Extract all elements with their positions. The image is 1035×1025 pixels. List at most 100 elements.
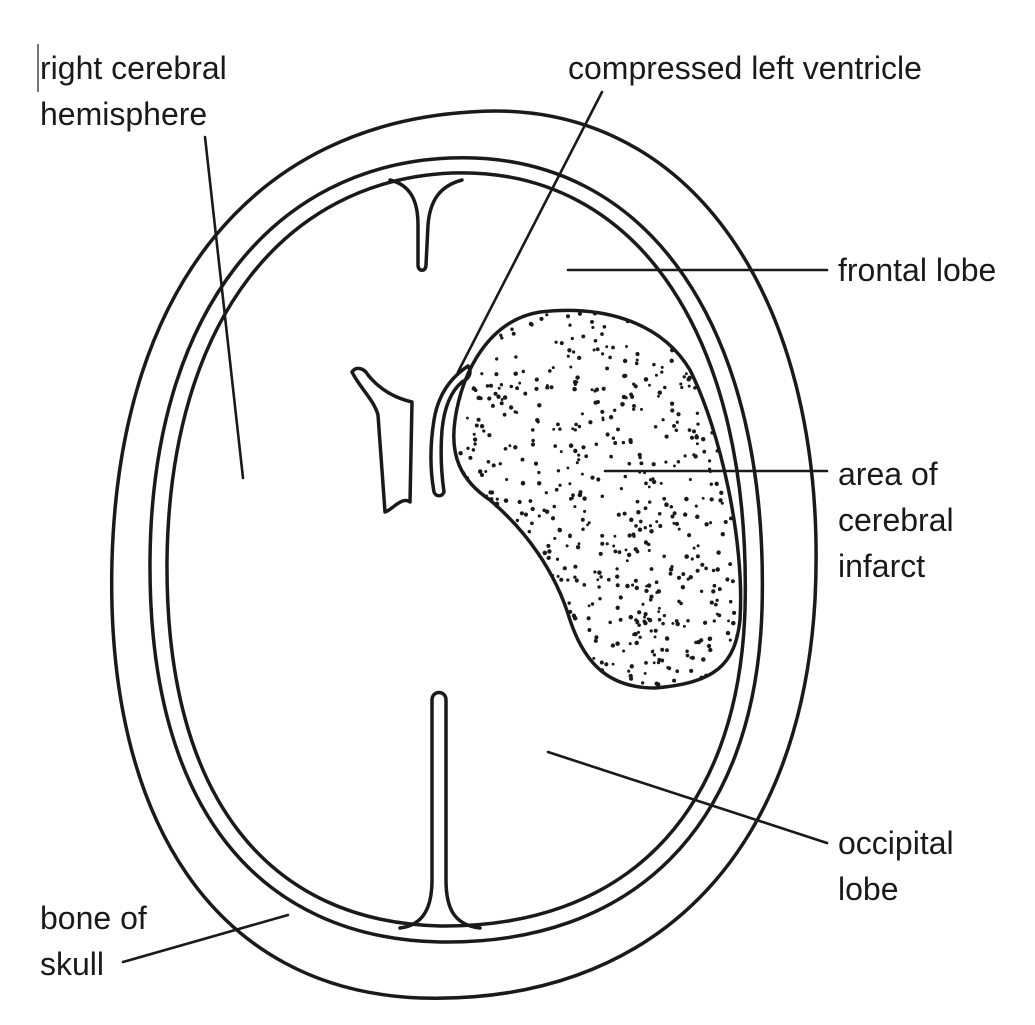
stipple-dot [610, 643, 616, 648]
stipple-dot [613, 408, 617, 412]
stipple-dot [650, 650, 655, 654]
label-frontal-lobe: frontal lobe [838, 247, 996, 293]
stipple-dot [707, 459, 712, 463]
stipple-dot [711, 589, 716, 594]
stipple-dot [657, 394, 660, 398]
stipple-dot [606, 577, 611, 582]
stipple-dot [590, 388, 594, 392]
stipple-dot [490, 403, 495, 408]
stipple-dot [608, 620, 612, 625]
stipple-dot [571, 427, 575, 431]
stipple-dot [616, 427, 620, 432]
stipple-dot [530, 442, 536, 447]
stipple-dot [647, 548, 651, 553]
stipple-dot [542, 550, 548, 556]
stipple-dot [633, 384, 638, 389]
stipple-dot [471, 448, 476, 452]
stipple-dot [523, 391, 528, 396]
label-line: cerebral [838, 502, 954, 538]
stipple-dot [479, 472, 485, 478]
stipple-dot [700, 562, 705, 567]
stipple-dot [495, 497, 499, 501]
stipple-dot [577, 458, 581, 462]
stipple-dot [497, 386, 501, 390]
label-compressed-left-ventricle: compressed left ventricle [568, 45, 922, 91]
stipple-dot [715, 567, 720, 572]
stipple-dot [533, 461, 539, 466]
stipple-dot [657, 606, 661, 610]
stipple-dot [635, 358, 639, 362]
stipple-dot [695, 411, 700, 415]
stipple-dot [664, 460, 668, 464]
stipple-dot [537, 514, 541, 518]
stipple-dot [595, 347, 600, 352]
stipple-dot [499, 333, 503, 337]
stipple-dot [646, 617, 650, 621]
stipple-dot [692, 453, 696, 457]
stipple-dot [499, 401, 504, 406]
stipple-dot [718, 498, 723, 503]
stipple-dot [601, 352, 605, 356]
stipple-dot [520, 480, 526, 486]
stipple-dot [638, 519, 643, 524]
stipple-dot [623, 373, 628, 378]
stipple-dot [643, 671, 647, 675]
stipple-dot [577, 453, 581, 457]
label-line: lobe [838, 871, 899, 907]
stipple-dot [544, 491, 548, 495]
stipple-dot [712, 619, 716, 623]
infarct-region-outline [452, 308, 743, 690]
stipple-dot [626, 552, 632, 558]
stipple-dot [651, 462, 656, 467]
stipple-dot [573, 575, 577, 579]
stipple-dot [653, 628, 658, 633]
stipple-dot [593, 400, 598, 405]
infarct-stipple [458, 311, 739, 687]
label-right-cerebral-hemisphere: right cerebral hemisphere [40, 45, 227, 137]
stipple-dot [689, 656, 693, 660]
stipple-dot [605, 345, 609, 349]
stipple-dot [684, 554, 689, 559]
stipple-dot [675, 669, 680, 674]
stipple-dot [586, 523, 589, 527]
stipple-dot [472, 432, 476, 436]
stipple-dot [728, 638, 732, 642]
stipple-dot [636, 630, 641, 634]
stipple-dot [559, 341, 564, 346]
stipple-dot [715, 598, 719, 602]
leader-skull [121, 913, 290, 964]
stipple-dot [669, 505, 674, 509]
stipple-dot [591, 325, 595, 329]
stipple-dot [687, 533, 692, 538]
stipple-dot [646, 583, 652, 588]
stipple-dot [502, 395, 508, 400]
stipple-dot [568, 443, 574, 448]
stipple-dot [580, 412, 584, 416]
stipple-dot [600, 533, 605, 538]
stipple-dot [573, 505, 577, 509]
stipple-dot [669, 401, 675, 406]
stipple-dot [674, 428, 679, 432]
stipple-dot [688, 477, 692, 482]
stipple-dot [567, 348, 572, 353]
stipple-dot [528, 499, 533, 503]
stipple-dot [527, 529, 532, 534]
stipple-dot [639, 461, 644, 466]
stipple-dot [592, 348, 596, 352]
brain-outer-outline [148, 156, 765, 944]
stipple-dot [581, 334, 586, 339]
stipple-dot [654, 373, 658, 377]
stipple-dot [555, 557, 560, 561]
stipple-dot [695, 514, 700, 520]
stipple-dot [668, 571, 673, 576]
stipple-dot [596, 477, 601, 482]
stipple-dot [566, 354, 570, 358]
stipple-dot [643, 506, 648, 511]
stipple-dot [625, 559, 629, 563]
stipple-dot [530, 506, 535, 512]
stipple-dot [604, 662, 609, 667]
stipple-dot [628, 673, 633, 679]
stipple-dot [682, 375, 686, 379]
stipple-dot [660, 647, 665, 652]
stipple-dot [689, 435, 695, 440]
